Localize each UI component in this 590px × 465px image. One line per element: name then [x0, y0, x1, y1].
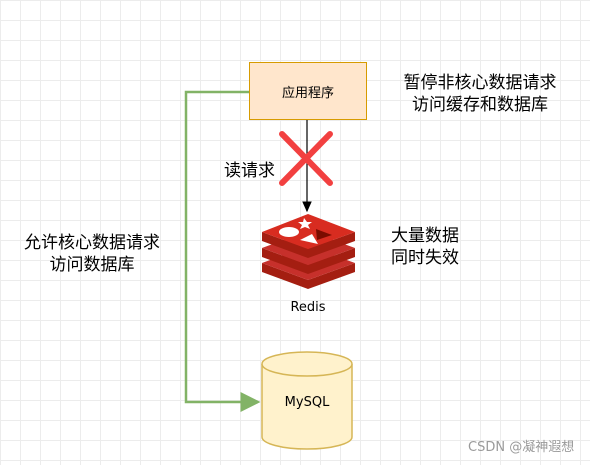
app-box: 应用程序: [249, 62, 367, 120]
core-access-arrow: [184, 90, 261, 412]
mysql-cylinder-icon: [261, 351, 353, 450]
mass-expire-note: 大量数据 同时失效: [380, 225, 470, 269]
watermark: CSDN @凝神遐想: [468, 440, 575, 455]
allow-note-line1: 允许核心数据请求: [24, 233, 160, 253]
allow-note: 允许核心数据请求 访问数据库: [6, 232, 178, 276]
read-request-label: 读请求: [224, 161, 275, 181]
pause-note-line2: 访问缓存和数据库: [412, 95, 548, 115]
blocked-cross-icon: [279, 131, 333, 186]
mass-expire-line2: 同时失效: [391, 248, 459, 268]
pause-note: 暂停非核心数据请求 访问缓存和数据库: [382, 72, 578, 116]
app-box-label: 应用程序: [281, 85, 334, 101]
allow-note-line2: 访问数据库: [49, 255, 135, 275]
mass-expire-line1: 大量数据: [391, 226, 459, 246]
pause-note-line1: 暂停非核心数据请求: [403, 73, 557, 93]
mysql-label: MySQL: [284, 395, 330, 410]
redis-label: Redis: [290, 300, 326, 315]
redis-logo-icon: [262, 214, 355, 289]
